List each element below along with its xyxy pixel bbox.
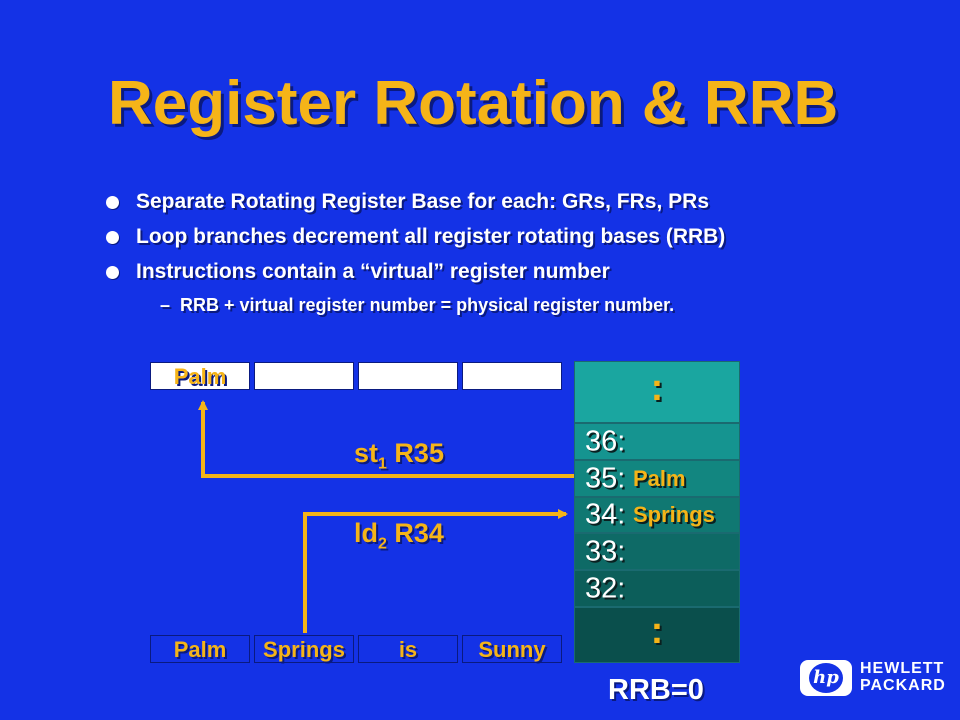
register-row: 33: (574, 533, 740, 570)
load-op-subscript: 2 (378, 535, 387, 553)
register-value: Palm (633, 465, 686, 491)
hp-logo-badge: hp (800, 660, 852, 696)
register-ellipsis-top: : (574, 361, 740, 423)
hp-logo-line2: PACKARD (860, 677, 946, 694)
memory-row-bottom: Palm Springs is Sunny (150, 635, 566, 663)
hp-logo-line1: HEWLETT (860, 660, 945, 677)
sub-bullet: – RRB + virtual register number = physic… (104, 295, 725, 325)
sub-bullet-dash: – (160, 295, 171, 315)
bullet-item: Instructions contain a “virtual” registe… (104, 260, 725, 295)
store-instruction: st1 R35 (354, 438, 444, 473)
register-ellipsis-bottom: : (574, 607, 740, 663)
register-number: 32: (585, 572, 626, 604)
register-row: 32: (574, 570, 740, 607)
sub-bullet-text: RRB + virtual register number = physical… (180, 295, 675, 315)
register-value: Springs (633, 502, 715, 527)
store-arrow (198, 400, 578, 478)
register-row: 36: (574, 423, 740, 460)
memory-row-top: Palm (150, 362, 566, 390)
register-number: 34: (585, 498, 626, 531)
store-register: R35 (386, 438, 444, 468)
register-row: 34: Springs (574, 497, 740, 533)
register-row: 35: Palm (574, 460, 740, 497)
hp-logo: hp HEWLETT PACKARD (800, 660, 956, 696)
register-number: 33: (585, 535, 626, 567)
store-op: st (354, 438, 379, 468)
load-register: R34 (386, 518, 444, 548)
ellipsis-dots: : (650, 367, 664, 410)
memory-cell: Palm (150, 362, 250, 390)
register-number: 35: (585, 462, 626, 494)
memory-cell: Sunny (462, 635, 562, 663)
load-instruction: ld2 R34 (354, 518, 444, 553)
bullet-list: Separate Rotating Register Base for each… (104, 190, 725, 325)
store-op-subscript: 1 (378, 455, 387, 473)
slide-title: Register Rotation & RRB (108, 69, 839, 138)
memory-cell (358, 362, 458, 390)
bullet-dot-icon (106, 266, 119, 279)
rrb-label: RRB=0 (608, 674, 704, 706)
bullet-text: Instructions contain a “virtual” registe… (136, 260, 610, 283)
memory-cell (254, 362, 354, 390)
memory-cell: Springs (254, 635, 354, 663)
bullet-dot-icon (106, 231, 119, 244)
load-arrow (303, 509, 568, 633)
hp-logo-words: HEWLETT PACKARD (860, 660, 946, 694)
hp-logo-mark: hp (809, 663, 843, 693)
register-number: 36: (585, 425, 626, 457)
memory-cell: is (358, 635, 458, 663)
memory-cell: Palm (150, 635, 250, 663)
bullet-text: Separate Rotating Register Base for each… (136, 190, 709, 213)
bullet-dot-icon (106, 196, 119, 209)
bullet-item: Separate Rotating Register Base for each… (104, 190, 725, 225)
ellipsis-dots: : (650, 610, 664, 653)
load-op: ld (354, 518, 378, 548)
bullet-text: Loop branches decrement all register rot… (136, 225, 726, 248)
bullet-item: Loop branches decrement all register rot… (104, 225, 725, 260)
memory-cell (462, 362, 562, 390)
